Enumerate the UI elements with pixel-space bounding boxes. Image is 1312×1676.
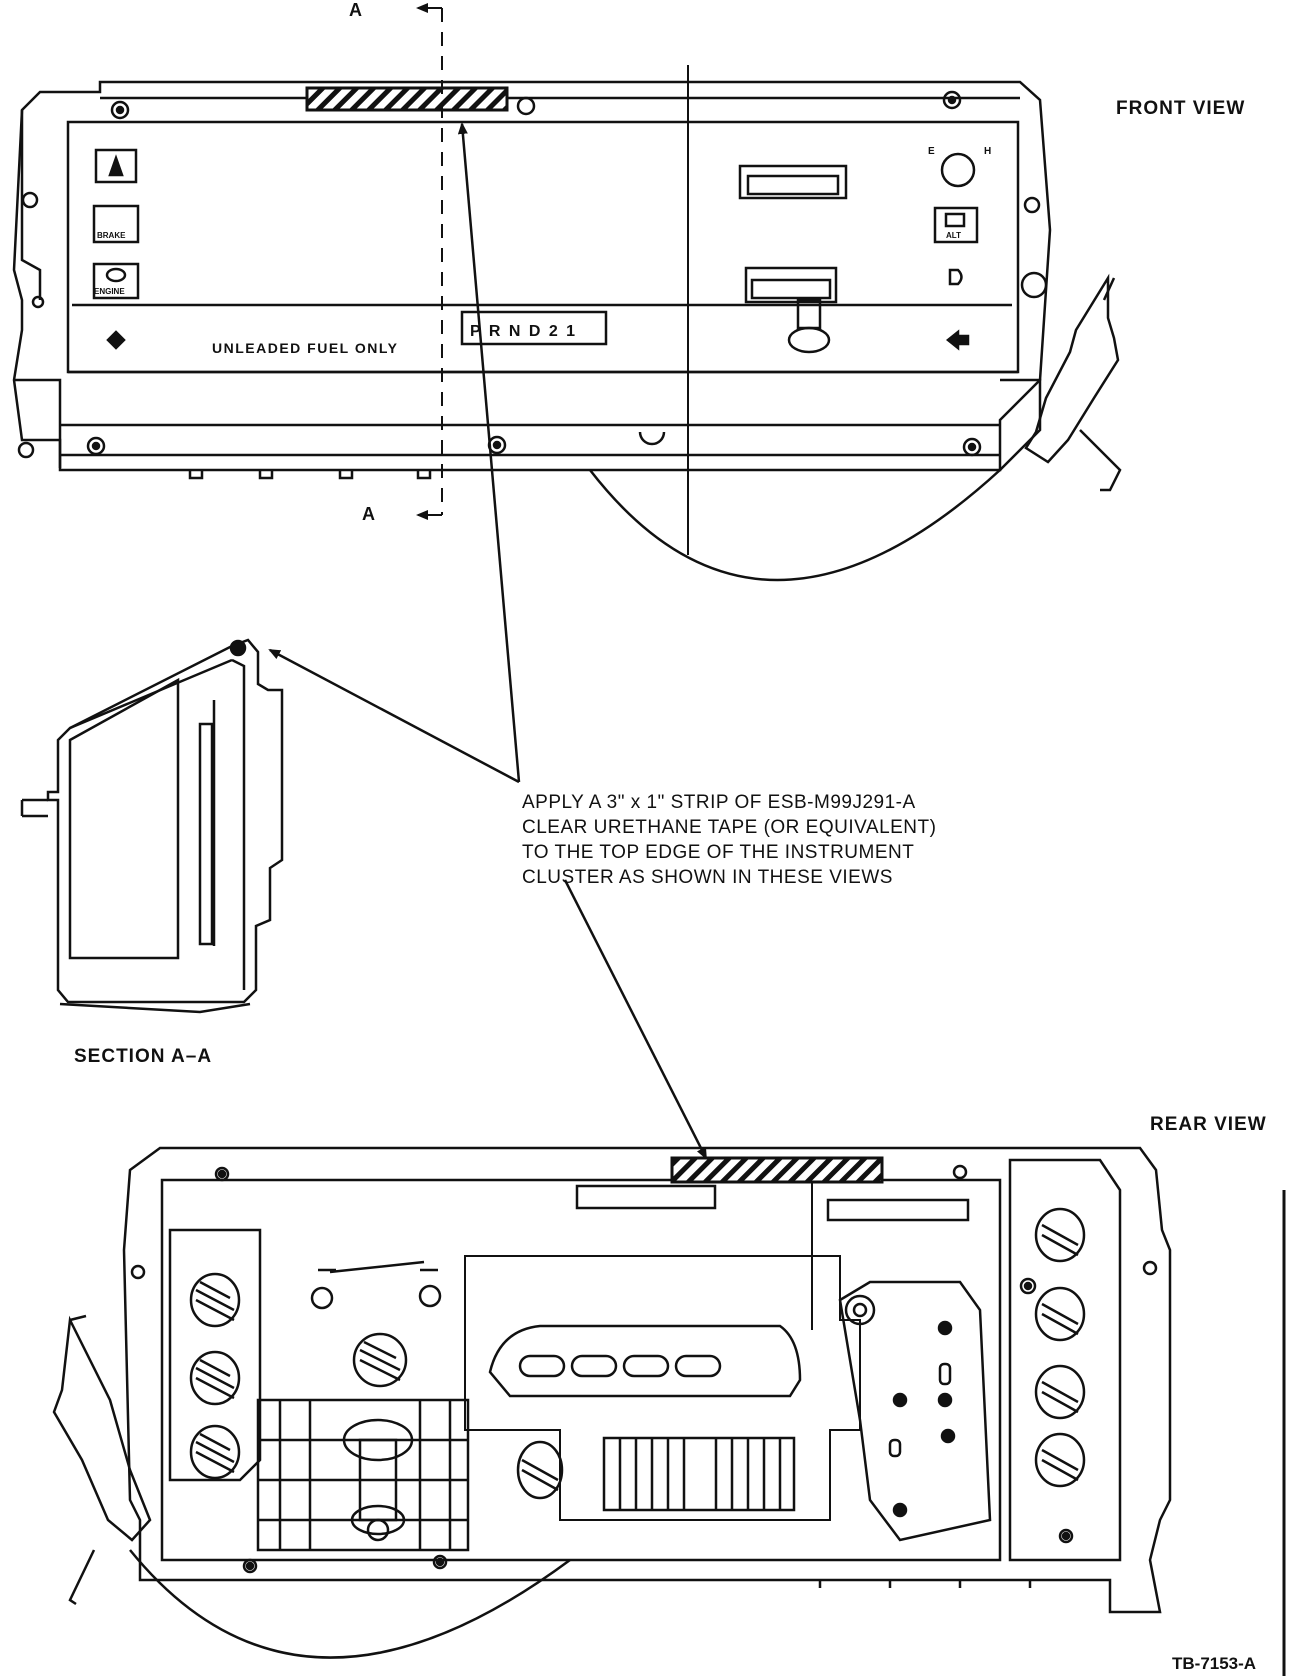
section-mark-top: A bbox=[349, 0, 362, 20]
note-line: CLEAR URETHANE TAPE (OR EQUIVALENT) bbox=[522, 817, 937, 838]
figure-id: TB-7153-A bbox=[1172, 1654, 1257, 1673]
front-view bbox=[12, 65, 1122, 582]
brake-lamp-label: BRAKE bbox=[97, 231, 126, 240]
front-view-label: FRONT VIEW bbox=[1116, 98, 1246, 119]
section-a-a-label: SECTION A–A bbox=[74, 1046, 213, 1067]
panel-text: UNLEADED FUEL ONLY P R N D 2 1 BRAKE ENG… bbox=[94, 146, 991, 356]
alt-lamp-label: ALT bbox=[946, 231, 961, 240]
temp-e-label: E bbox=[928, 146, 935, 157]
section-line-a-a bbox=[416, 3, 443, 520]
note-line: CLUSTER AS SHOWN IN THESE VIEWS bbox=[522, 867, 893, 888]
note-line: APPLY A 3" x 1" STRIP OF ESB-M99J291-A bbox=[522, 792, 916, 813]
tape-instruction-note: APPLY A 3" x 1" STRIP OF ESB-M99J291-A C… bbox=[522, 790, 936, 890]
rear-view bbox=[52, 1146, 1286, 1676]
note-line: TO THE TOP EDGE OF THE INSTRUMENT bbox=[522, 842, 915, 863]
rear-view-label: REAR VIEW bbox=[1150, 1114, 1267, 1135]
engine-lamp-label: ENGINE bbox=[94, 287, 125, 296]
temp-h-label: H bbox=[984, 146, 991, 157]
fuel-label: UNLEADED FUEL ONLY bbox=[212, 340, 398, 356]
section-mark-bottom: A bbox=[362, 504, 375, 524]
section-a-a-view bbox=[20, 638, 284, 1014]
gear-indicator: P R N D 2 1 bbox=[470, 323, 577, 340]
leader-lines bbox=[268, 122, 708, 1160]
